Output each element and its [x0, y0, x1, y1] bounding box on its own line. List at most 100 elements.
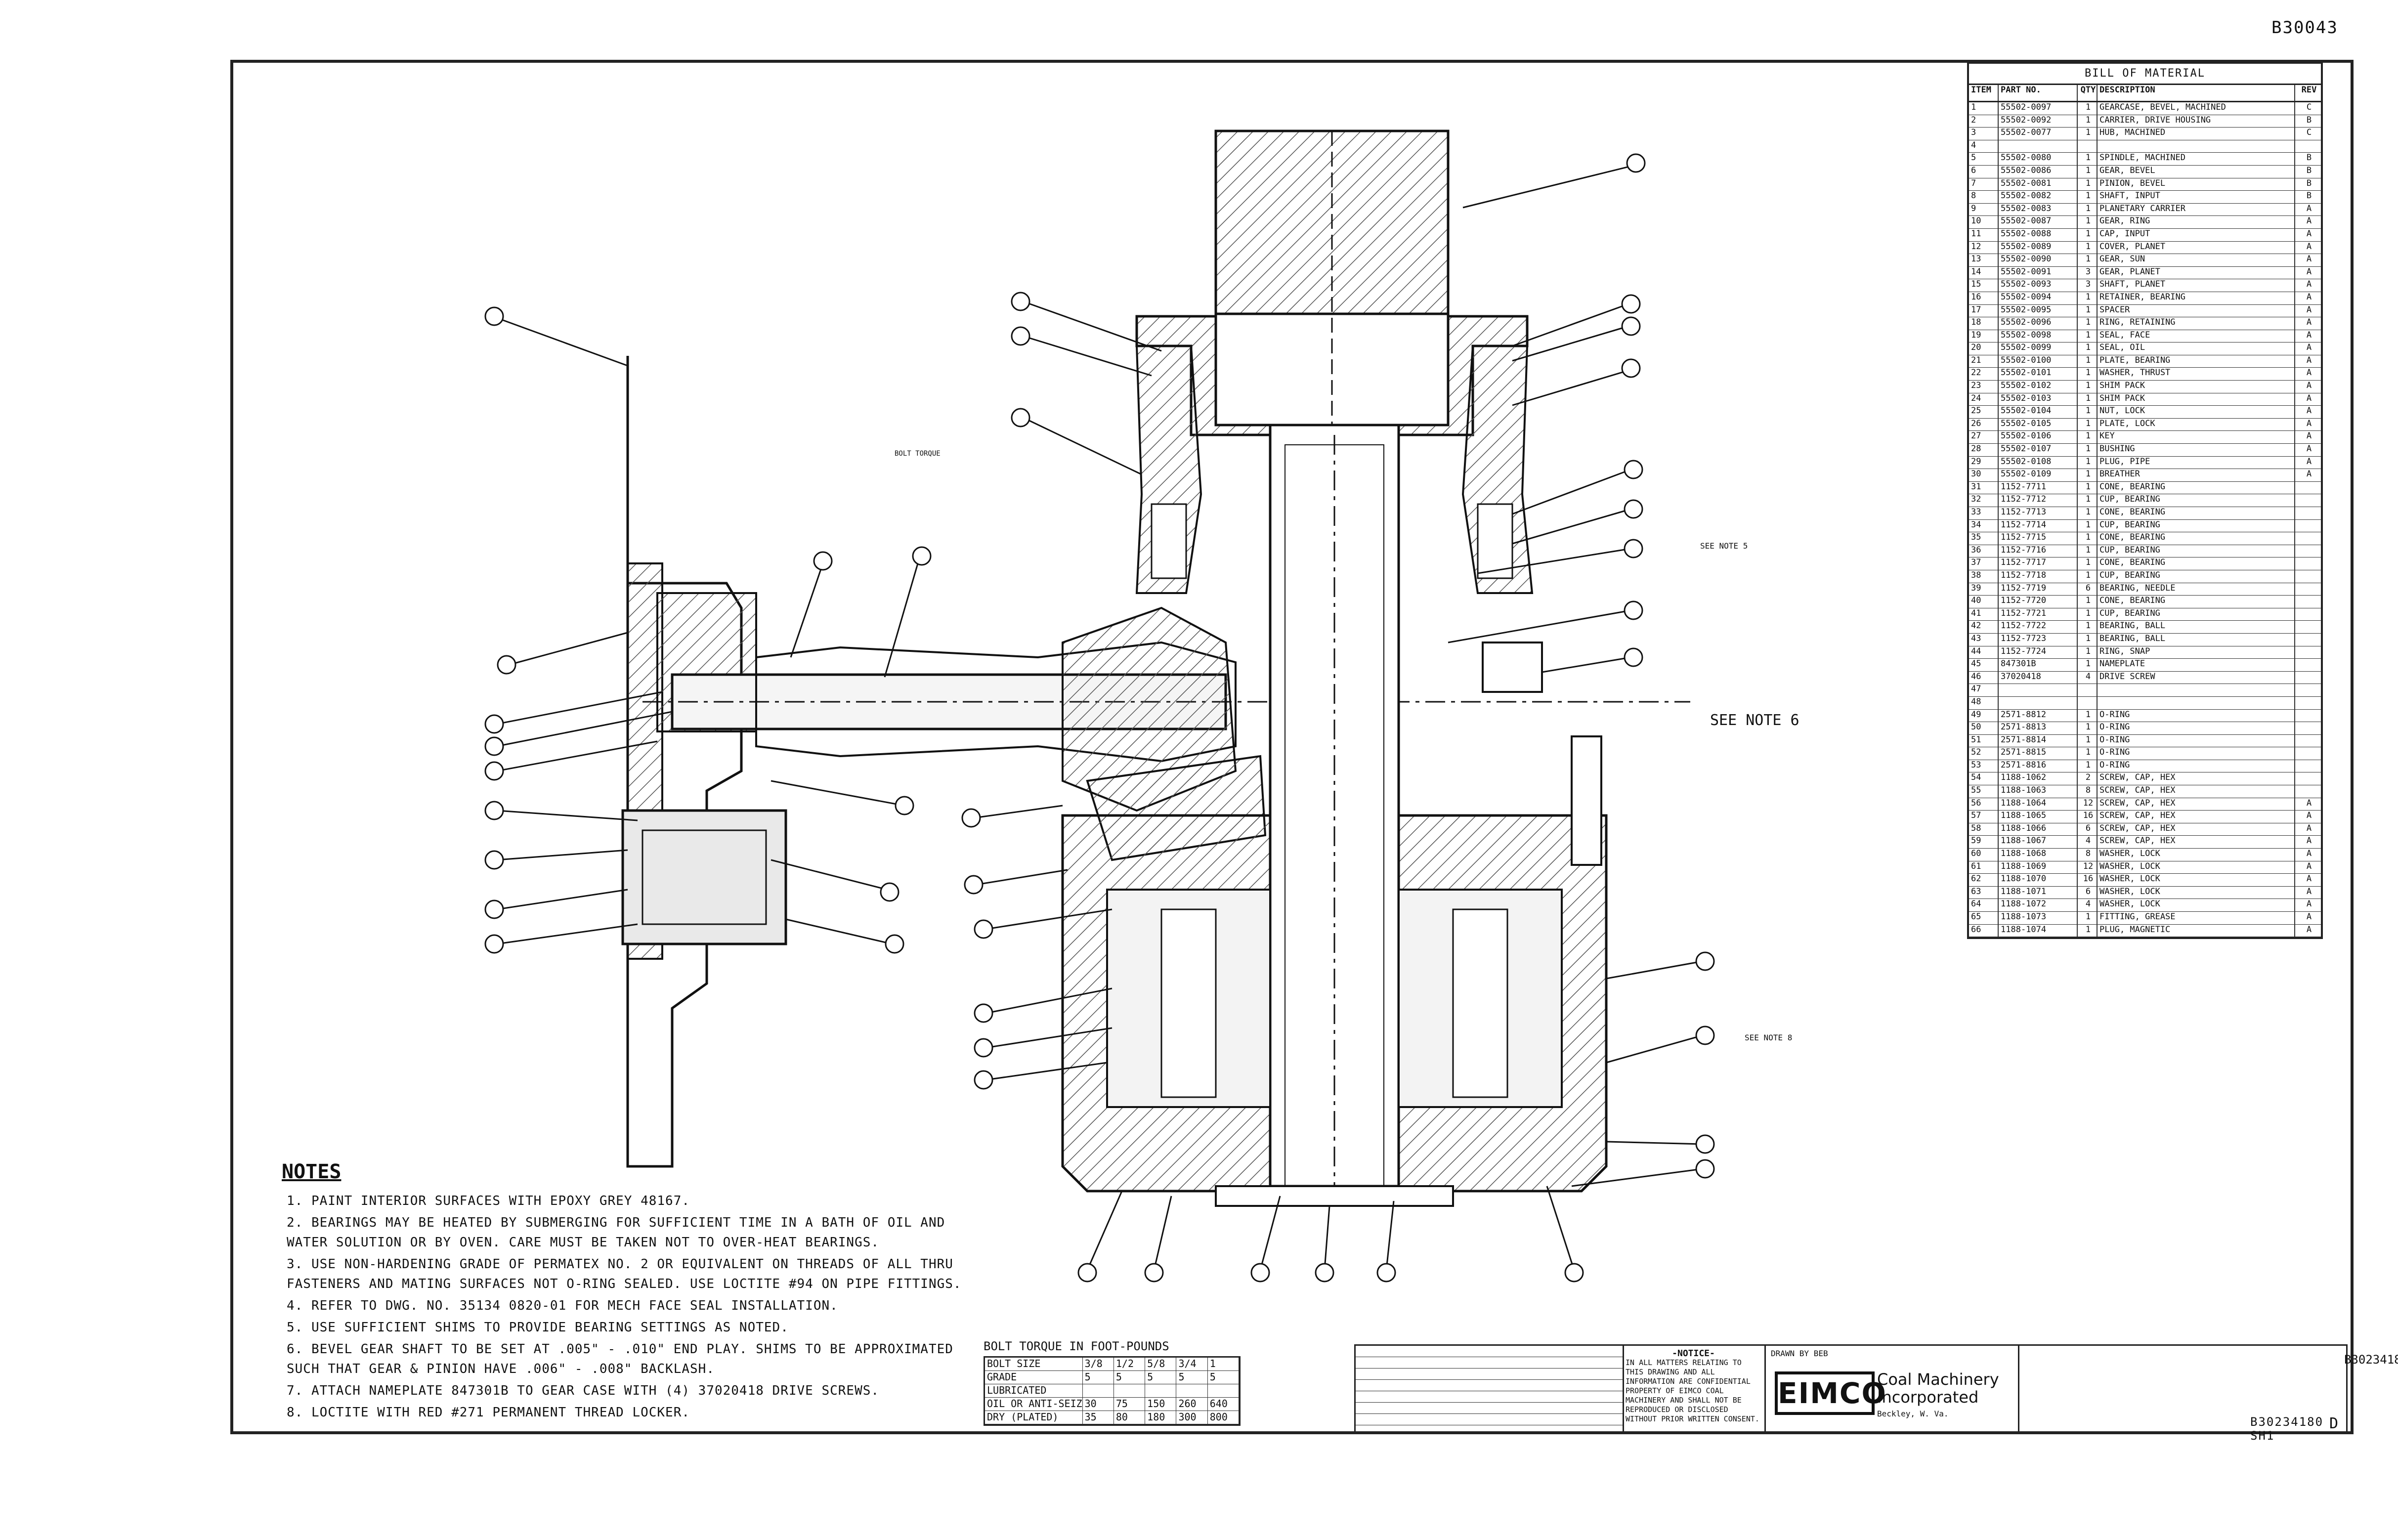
- notice-block: -NOTICE- IN ALL MATTERS RELATING TO THIS…: [1623, 1346, 1766, 1432]
- note-item: 7. ATTACH NAMEPLATE 847301B TO GEAR CASE…: [287, 1383, 880, 1398]
- see-note-8-callout: SEE NOTE 8: [1745, 1033, 1793, 1042]
- drawing-code: B30234180: [2344, 1353, 2398, 1367]
- drawn-by: DRAWN BY BEB: [1771, 1349, 1828, 1358]
- company-name: Coal Machinery Incorporated: [1877, 1370, 1999, 1407]
- bottom-cover: [1215, 1185, 1454, 1207]
- notes-list: 1. PAINT INTERIOR SURFACES WITH EPOXY GR…: [287, 1191, 979, 1424]
- bolt-torque-callout: BOLT TORQUE: [895, 450, 941, 458]
- notes-title: NOTES: [282, 1160, 342, 1183]
- mounting-frame: [626, 356, 743, 1168]
- note-item: 2. BEARINGS MAY BE HEATED BY SUBMERGING …: [287, 1215, 945, 1250]
- drawing-border: [230, 60, 2354, 1434]
- company-block: DRAWN BY BEB EIMCO Coal Machinery Incorp…: [1766, 1346, 2019, 1432]
- title-block: -NOTICE- IN ALL MATTERS RELATING TO THIS…: [1354, 1344, 2398, 1443]
- input-tube: [755, 641, 1237, 763]
- note-item: 8. LOCTITE WITH RED #271 PERMANENT THREA…: [287, 1405, 690, 1420]
- planet-shaft-right: [1452, 908, 1508, 1098]
- bom-row: 48: [1969, 696, 2321, 710]
- note-item: 6. BEVEL GEAR SHAFT TO BE SET AT .005" -…: [287, 1342, 953, 1376]
- see-note-6-callout: SEE NOTE 6: [1710, 712, 1799, 729]
- revision-history: [1356, 1346, 1624, 1432]
- coupling-housing: [621, 809, 787, 945]
- torque-row: LUBRICATED: [985, 1384, 1240, 1398]
- breather-tube: [1571, 735, 1602, 866]
- note-item: 1. PAINT INTERIOR SURFACES WITH EPOXY GR…: [287, 1194, 690, 1208]
- drawing-number: B30043: [2271, 18, 2338, 38]
- bom-header-row: ITEM PART NO. QTY DESCRIPTION REV: [1969, 85, 2321, 102]
- coupling-insert: [642, 829, 767, 925]
- notice-title: -NOTICE-: [1672, 1348, 1715, 1359]
- notice-text: IN ALL MATTERS RELATING TO THIS DRAWING …: [1626, 1358, 1759, 1423]
- eimco-logo: EIMCO: [1775, 1371, 1886, 1415]
- note-item: 5. USE SUFFICIENT SHIMS TO PROVIDE BEARI…: [287, 1320, 789, 1335]
- revision-letter: D: [2329, 1415, 2339, 1432]
- bom-row: 4: [1969, 140, 2321, 153]
- see-note-5-callout: SEE NOTE 5: [1700, 541, 1748, 551]
- note-item: 3. USE NON-HARDENING GRADE OF PERMATEX N…: [287, 1257, 962, 1291]
- bom-row: 47: [1969, 684, 2321, 697]
- note-item: 4. REFER TO DWG. NO. 35134 0820-01 FOR M…: [287, 1298, 838, 1313]
- company-location: Beckley, W. Va.: [1877, 1409, 1949, 1418]
- torque-title: BOLT TORQUE IN FOOT-POUNDS: [984, 1339, 1169, 1353]
- bill-of-material: BILL OF MATERIAL ITEM PART NO. QTY DESCR…: [1967, 62, 2323, 940]
